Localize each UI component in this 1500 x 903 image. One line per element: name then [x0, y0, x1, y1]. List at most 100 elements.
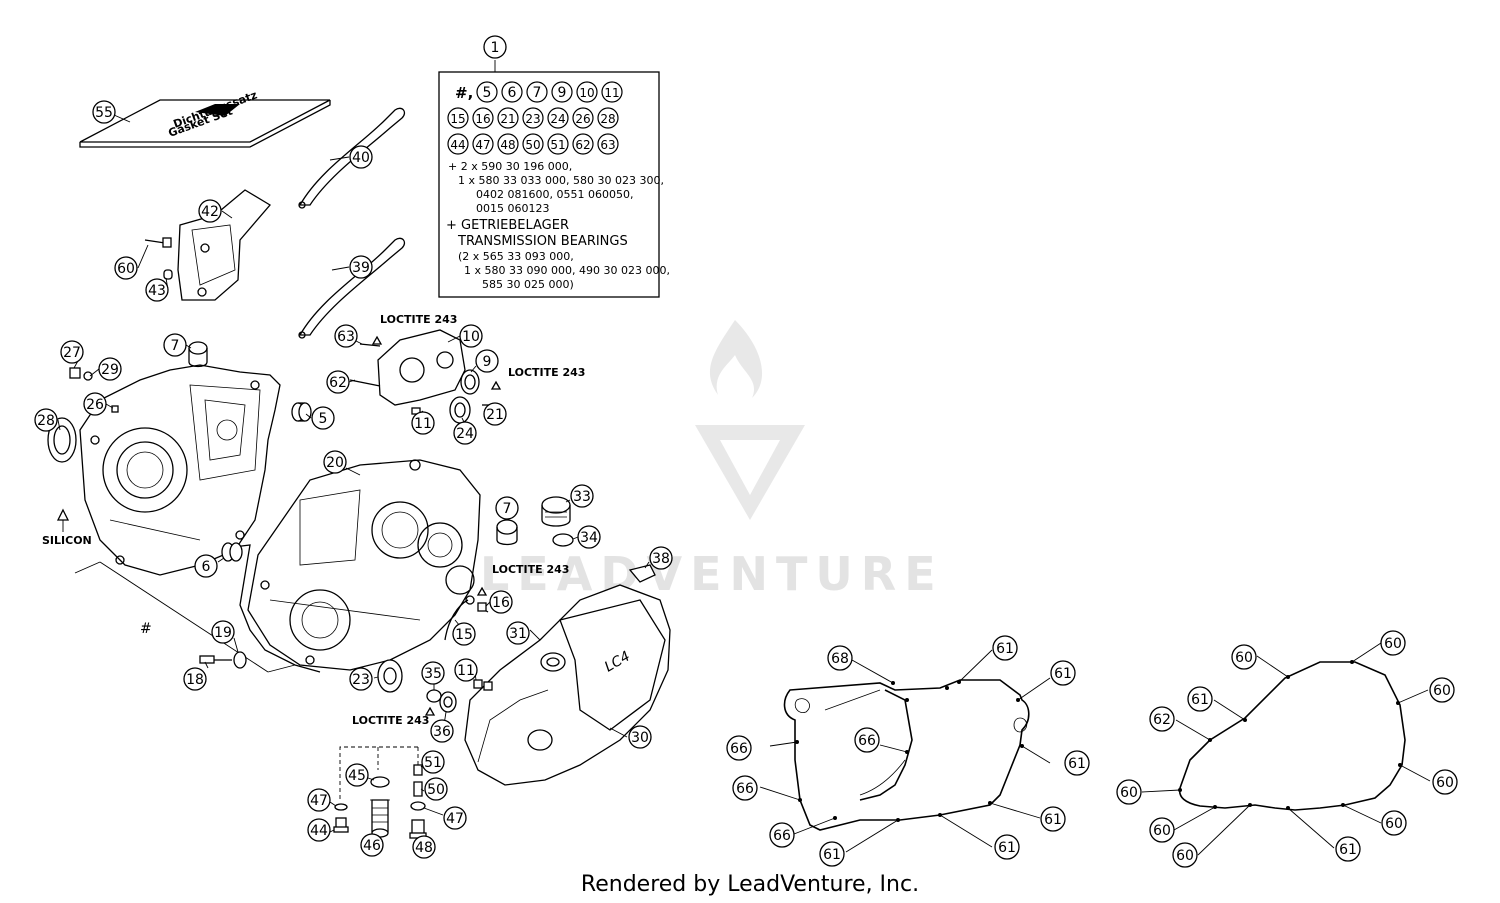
svg-text:43: 43 [148, 283, 166, 299]
svg-text:24: 24 [456, 426, 474, 442]
callout-18: 18 [183, 667, 207, 691]
kit-contents-box: 1 [438, 35, 660, 298]
svg-text:66: 66 [858, 733, 876, 749]
svg-text:46: 46 [363, 838, 381, 854]
callout-10: 10 [459, 324, 483, 348]
kit-part-circle [547, 107, 569, 129]
footer-credit: Rendered by LeadVenture, Inc. [580, 872, 920, 897]
svg-text:61: 61 [1068, 756, 1086, 772]
callout-26: 26 [83, 392, 107, 416]
callout-62: 62 [326, 370, 350, 394]
bolt-18 [199, 651, 247, 669]
chain-cover [144, 189, 271, 301]
svg-text:18: 18 [186, 672, 204, 688]
kit-description-line: + GETRIEBELAGER [446, 218, 569, 233]
callout-68: 68 [827, 645, 853, 671]
svg-text:9: 9 [483, 354, 492, 370]
svg-text:11: 11 [457, 663, 475, 679]
callout-44: 44 [307, 818, 331, 842]
oil-drain-plugs [333, 746, 427, 839]
svg-text:44: 44 [310, 823, 328, 839]
kit-part-number: 26 [575, 112, 590, 126]
kit-description-line: (2 x 565 33 093 000, [458, 250, 574, 263]
svg-text:7: 7 [503, 501, 512, 517]
callout-55: 55 [92, 100, 116, 124]
kit-description-line: 585 30 025 000) [482, 278, 574, 291]
svg-text:68: 68 [831, 651, 849, 667]
callout-7: 7 [163, 333, 187, 357]
kit-part-circle [522, 107, 544, 129]
watermark-text: LEADVENTURE [480, 547, 944, 601]
kit-description-line: 1 x 580 33 033 000, 580 30 023 300, [458, 174, 664, 187]
callout-66: 66 [732, 775, 758, 801]
left-crankcase [79, 364, 281, 576]
clamp-15-bolt-16 [444, 586, 489, 641]
right-crankcase [247, 459, 481, 671]
svg-text:61: 61 [1044, 812, 1062, 828]
svg-text:61: 61 [998, 840, 1016, 856]
callout-43: 43 [145, 278, 169, 302]
svg-text:40: 40 [352, 150, 370, 166]
callout-9: 9 [475, 349, 499, 373]
callout-66: 66 [726, 735, 752, 761]
callout-47: 47 [307, 788, 331, 812]
kit-part-number: 16 [475, 112, 490, 126]
svg-text:60: 60 [1176, 848, 1194, 864]
callout-47: 47 [443, 806, 467, 830]
callout-36: 36 [430, 719, 454, 743]
svg-text:29: 29 [101, 362, 119, 378]
callout-7: 7 [495, 496, 519, 520]
svg-text:60: 60 [1384, 636, 1402, 652]
callout-42: 42 [198, 199, 222, 223]
svg-text:60: 60 [117, 261, 135, 277]
kit-description-line: 0015 060123 [476, 202, 550, 215]
callout-30: 30 [628, 725, 652, 749]
bushings [188, 341, 312, 422]
callout-29: 29 [98, 357, 122, 381]
svg-text:60: 60 [1120, 785, 1138, 801]
kit-part-number: 63 [600, 138, 615, 152]
seal-ring-28 [47, 417, 77, 463]
kit-part-circle [551, 81, 573, 103]
callout-27: 27 [60, 340, 84, 364]
gasket-set-booklet: Dichtungssatz Gasket Set [79, 88, 331, 148]
callout-23: 23 [349, 667, 373, 691]
kit-description-line: 1 x 580 33 090 000, 490 30 023 000, [464, 264, 670, 277]
callout-61: 61 [1335, 836, 1361, 862]
callout-61: 61 [1187, 686, 1213, 712]
svg-text:61: 61 [996, 641, 1014, 657]
svg-text:61: 61 [823, 847, 841, 863]
kit-part-number: 15 [450, 112, 465, 126]
kit-part-circle [526, 81, 548, 103]
kit-part-circle [597, 107, 619, 129]
callout-35: 35 [421, 661, 445, 685]
callout-60: 60 [1380, 630, 1406, 656]
callout-60: 60 [1381, 810, 1407, 836]
svg-text:7: 7 [171, 338, 180, 354]
callout-61: 61 [1064, 750, 1090, 776]
loctite-label-1: LOCTITE 243 [380, 313, 457, 326]
svg-text:50: 50 [427, 782, 445, 798]
clutch-cover-gasket [1178, 660, 1406, 811]
svg-text:62: 62 [1153, 712, 1171, 728]
svg-text:45: 45 [348, 768, 366, 784]
callout-63: 63 [334, 324, 358, 348]
silicon-tube [56, 508, 70, 532]
kit-description-line: TRANSMISSION BEARINGS [458, 234, 628, 249]
callout-61: 61 [819, 841, 845, 867]
svg-text:48: 48 [415, 840, 433, 856]
callout-16: 16 [489, 590, 513, 614]
bushing-6 [221, 542, 243, 562]
svg-text:31: 31 [509, 626, 527, 642]
loctite-label-2: LOCTITE 243 [508, 366, 585, 379]
kit-part-circle [497, 107, 519, 129]
callout-61: 61 [1040, 806, 1066, 832]
callout-60: 60 [1432, 769, 1458, 795]
crankcase-gasket-large [783, 679, 1030, 831]
kit-part-circle [476, 81, 498, 103]
svg-text:60: 60 [1433, 683, 1451, 699]
svg-text:10: 10 [462, 329, 480, 345]
svg-text:11: 11 [414, 416, 432, 432]
